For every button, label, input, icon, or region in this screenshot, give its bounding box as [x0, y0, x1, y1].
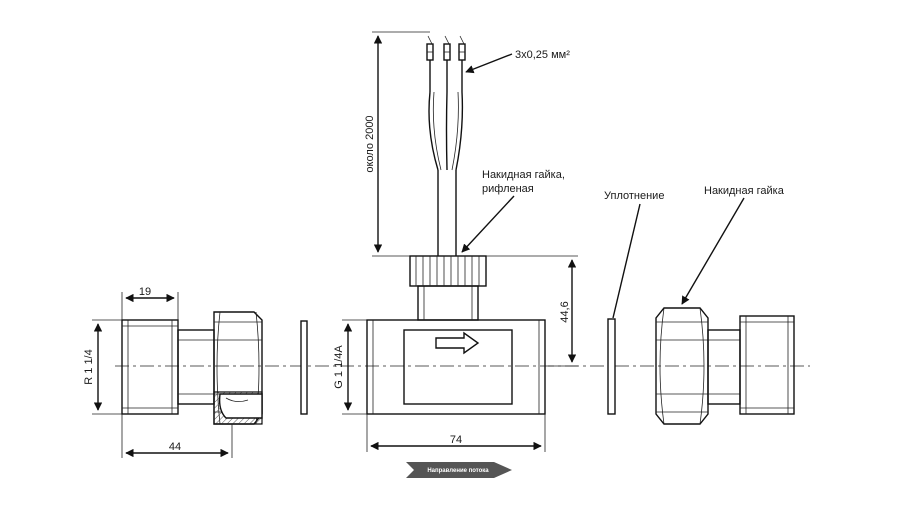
dimension-thread-g: G 1 1/4A — [333, 319, 367, 415]
right-adapter — [655, 307, 795, 425]
dimension-length: около 2000 — [364, 31, 430, 257]
knurled-nut-label-1: Накидная гайка, — [482, 169, 565, 181]
dim-44-label: 44 — [169, 441, 181, 453]
dimension-19: 19 — [121, 286, 179, 330]
left-seal — [300, 320, 308, 415]
seal-label: Уплотнение — [604, 190, 664, 202]
dimension-height: 44,6 — [486, 255, 578, 367]
union-nut-label: Накидная гайка — [704, 185, 785, 197]
wires-label: 3x0,25 мм² — [515, 49, 570, 61]
right-seal — [607, 318, 616, 415]
dimension-74: 74 — [366, 414, 546, 452]
dimension-thread-r: R 1 1/4 — [83, 319, 122, 415]
leader-wires — [465, 53, 513, 74]
flow-direction-arrow-icon — [406, 462, 512, 478]
flow-direction-arrow: Направление потока — [406, 462, 512, 478]
leader-knurled-nut — [461, 195, 515, 253]
left-adapter — [121, 311, 263, 425]
leader-seal — [612, 203, 641, 319]
sensor-body — [366, 255, 546, 415]
thread-r-label: R 1 1/4 — [83, 349, 95, 384]
leader-union-nut — [681, 197, 745, 305]
cable — [426, 35, 466, 256]
thread-g-label: G 1 1/4A — [333, 345, 345, 389]
internal-flow-arrow-icon — [435, 331, 480, 355]
dim-74-label: 74 — [450, 434, 462, 446]
knurled-nut-label-2: рифленая — [482, 183, 534, 195]
dimension-44: 44 — [121, 414, 233, 458]
dim-19-label: 19 — [139, 286, 151, 298]
dim-44-6-label: 44,6 — [559, 301, 571, 322]
flow-direction-label: Направление потока — [427, 468, 489, 474]
length-label: около 2000 — [364, 115, 376, 172]
